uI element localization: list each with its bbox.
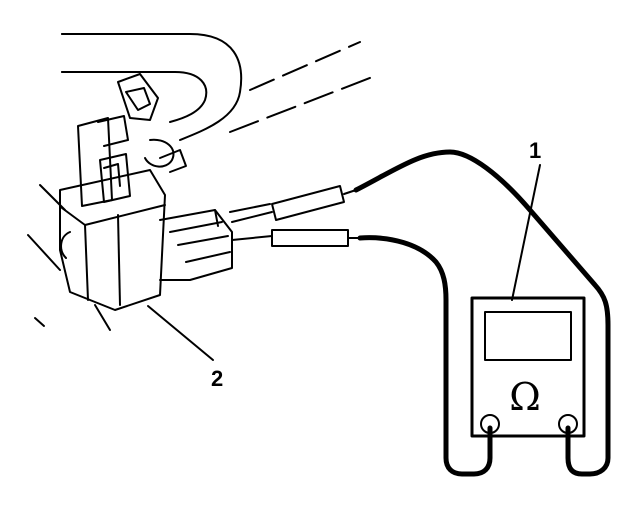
ohm-symbol: Ω xyxy=(509,375,541,419)
solenoid-valve xyxy=(59,115,233,311)
ohmmeter xyxy=(470,296,586,438)
callout-2-label: 2 xyxy=(211,366,224,391)
callout-2-leader xyxy=(147,305,214,361)
callout-1-leader xyxy=(511,164,541,301)
callout-1-label: 1 xyxy=(529,138,542,163)
hose-clamp xyxy=(117,73,187,173)
test-lead-upper xyxy=(229,149,611,477)
vacuum-hose xyxy=(61,33,243,141)
test-lead-lower xyxy=(231,229,493,477)
